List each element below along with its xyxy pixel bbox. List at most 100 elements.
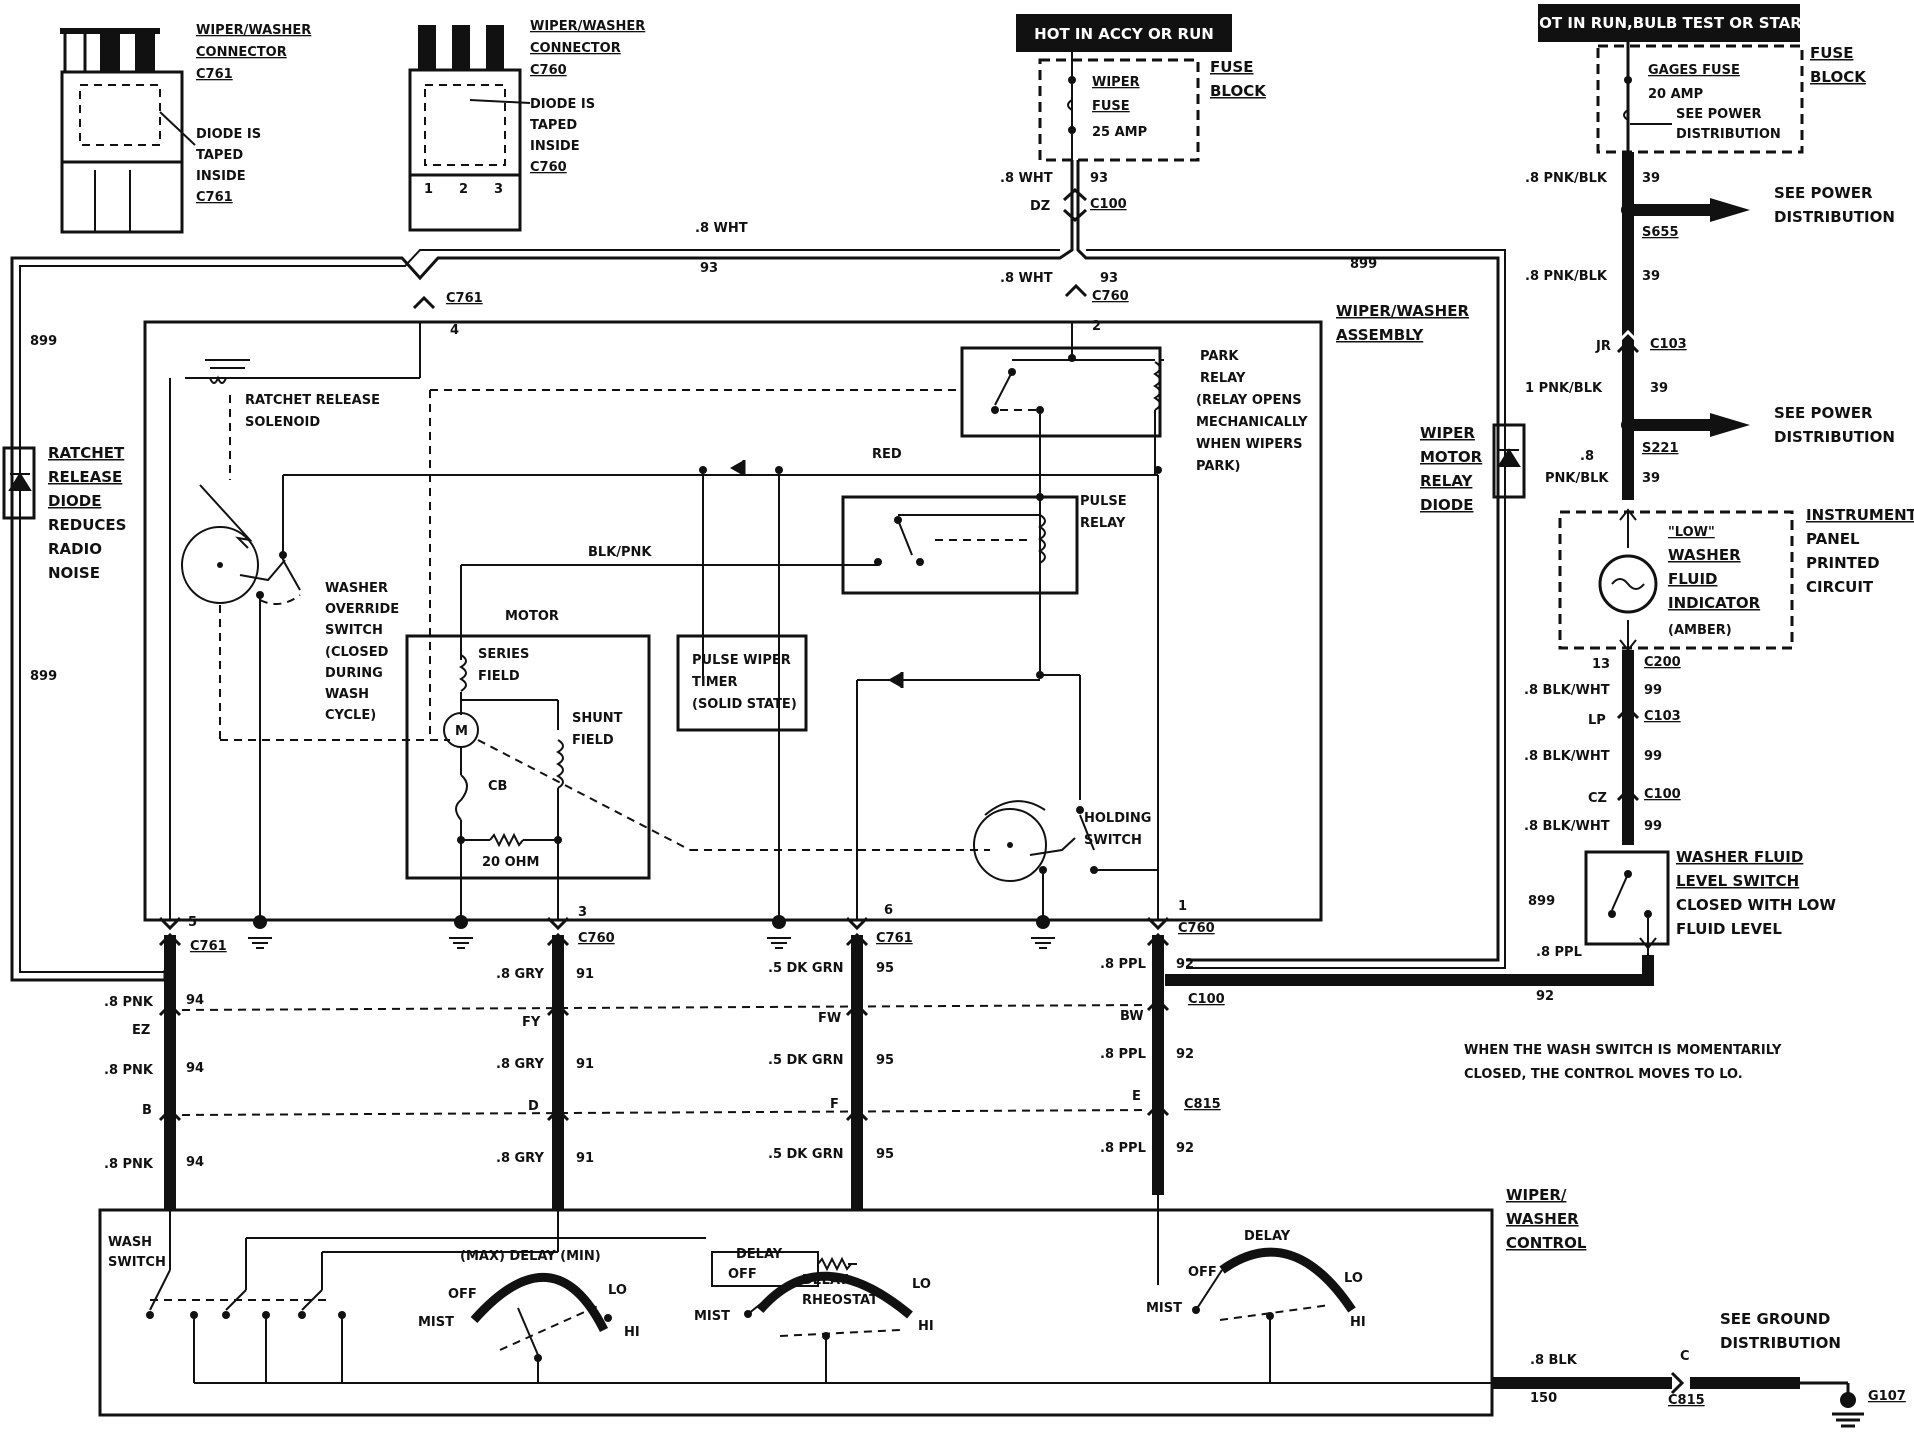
f: F — [830, 1097, 839, 1112]
c761-diode-2: TAPED — [196, 148, 243, 163]
connector-c760-top: C760 — [1092, 289, 1129, 304]
n99-2: 99 — [1644, 749, 1662, 764]
ratchet-5: RADIO — [48, 540, 102, 558]
holding-switch-cam — [973, 808, 1047, 882]
ground-icon-g107 — [1832, 1392, 1864, 1428]
delay-rheostat-1: DELAY — [802, 1273, 849, 1288]
hot-run-label: HOT IN RUN,BULB TEST OR START — [1527, 14, 1813, 32]
hot-accy-label: HOT IN ACCY OR RUN — [1034, 25, 1214, 43]
n13: 13 — [1592, 657, 1610, 672]
wash-switch-1: WASH — [108, 1235, 152, 1250]
off-3: OFF — [1188, 1265, 1217, 1280]
motor-box — [405, 634, 651, 880]
lo-1: LO — [608, 1283, 627, 1298]
c761-bottom-a: C761 — [190, 939, 227, 954]
low-4: INDICATOR — [1668, 594, 1761, 612]
low-2: WASHER — [1668, 546, 1741, 564]
resistor-20-ohm: 20 OHM — [482, 855, 539, 870]
ground-c: C — [1680, 1349, 1690, 1364]
pnk-blk-1: .8 PNK/BLK — [1525, 171, 1608, 186]
n95-3: 95 — [876, 1147, 894, 1162]
control-title-2: WASHER — [1506, 1210, 1579, 1228]
n94-2: 94 — [186, 1061, 204, 1076]
ratchet-2: RELEASE — [48, 468, 122, 486]
washer-fluid-level-switch — [1584, 850, 1670, 946]
fuse-block-1b: BLOCK — [1210, 82, 1267, 100]
washer-override-6: WASH — [325, 687, 369, 702]
dk-grn-2: .5 DK GRN — [768, 1053, 843, 1068]
washer-override-3: SWITCH — [325, 623, 383, 638]
c761-diode-4: C761 — [196, 190, 233, 205]
c760-diode-3: INSIDE — [530, 139, 580, 154]
wire-label-93-a: 93 — [1090, 171, 1108, 186]
pin-1: 1 — [1178, 899, 1187, 914]
c760-diode-1: DIODE IS — [530, 97, 595, 112]
wiper-washer-assembly-box — [143, 320, 1323, 922]
wiper-motor-relay-diode — [1492, 423, 1526, 499]
holding-switch-2: SWITCH — [1084, 833, 1142, 848]
c760-diode-2: TAPED — [530, 118, 577, 133]
c761-title-1: WIPER/WASHER — [196, 23, 311, 38]
wiper-fuse-2: FUSE — [1092, 99, 1130, 114]
n95-2: 95 — [876, 1053, 894, 1068]
shunt-field-2: FIELD — [572, 733, 614, 748]
note-2: CLOSED, THE CONTROL MOVES TO LO. — [1464, 1067, 1743, 1082]
ground-c815: C815 — [1668, 1393, 1705, 1408]
control-title-1: WIPER/ — [1506, 1186, 1567, 1204]
lo-2: LO — [912, 1277, 931, 1292]
ipc-3: PRINTED — [1806, 554, 1880, 572]
n39-2: 39 — [1642, 269, 1660, 284]
wiper-fuse-1: WIPER — [1092, 75, 1140, 90]
wash-switch-2: SWITCH — [108, 1255, 166, 1270]
c760-title-2: CONNECTOR — [530, 41, 621, 56]
off-2: OFF — [728, 1267, 757, 1282]
c761-diode-1: DIODE IS — [196, 127, 261, 142]
fuse-block-2a: FUSE — [1810, 44, 1853, 62]
fuse-block-1a: FUSE — [1210, 58, 1253, 76]
delay-3: DELAY — [1244, 1229, 1291, 1244]
pnk-blk-4b: PNK/BLK — [1545, 471, 1609, 486]
ipc-2: PANEL — [1806, 530, 1860, 548]
connector-c760-drawing: 1 2 3 — [408, 25, 522, 232]
connector-c100-top: C100 — [1090, 197, 1127, 212]
pnk-blk-4a: .8 — [1580, 449, 1594, 464]
instrument-panel-circuit — [1558, 510, 1794, 650]
n95-1: 95 — [876, 961, 894, 976]
washer-override-5: DURING — [325, 666, 383, 681]
ratchet-3: DIODE — [48, 492, 101, 510]
wire-label-8wht-b: .8 WHT — [1000, 271, 1053, 286]
arrow-right-icon-1 — [1710, 198, 1750, 222]
b: B — [142, 1103, 152, 1118]
fw: FW — [818, 1011, 841, 1026]
ratchet-solenoid-2: SOLENOID — [245, 415, 320, 430]
n92-sw: 92 — [1536, 989, 1554, 1004]
gages-fuse: GAGES FUSE — [1648, 63, 1740, 78]
n39-1: 39 — [1642, 171, 1660, 186]
washer-override-2: OVERRIDE — [325, 602, 399, 617]
series-field-1: SERIES — [478, 647, 529, 662]
c760-id: C760 — [530, 63, 567, 78]
blk-wht-1: .8 BLK/WHT — [1524, 683, 1610, 698]
lo-3: LO — [1344, 1271, 1363, 1286]
ratchet-solenoid-1: RATCHET RELEASE — [245, 393, 380, 408]
timer-3: (SOLID STATE) — [692, 697, 797, 712]
pin-6: 6 — [884, 903, 893, 918]
pnk-blk-2: .8 PNK/BLK — [1525, 269, 1608, 284]
diode-icon — [8, 472, 32, 491]
pnk-3: .8 PNK — [104, 1157, 154, 1172]
note-1: WHEN THE WASH SWITCH IS MOMENTARILY — [1464, 1043, 1782, 1058]
c761-title-2: CONNECTOR — [196, 45, 287, 60]
see-ground-1: SEE GROUND — [1720, 1310, 1830, 1328]
hi-3: HI — [1350, 1315, 1366, 1330]
wmr-2: MOTOR — [1420, 448, 1483, 466]
ppl-sw: .8 PPL — [1536, 945, 1582, 960]
wire-label-899-top: 899 — [1350, 257, 1377, 272]
see-pd-1a: SEE POWER — [1774, 184, 1873, 202]
ratchet-6: NOISE — [48, 564, 100, 582]
delay-arc-1 — [470, 1272, 609, 1333]
cz: CZ — [1588, 791, 1607, 806]
ground-icon-2 — [449, 915, 473, 949]
delay-arc-3 — [1219, 1247, 1356, 1313]
wmr-4: DIODE — [1420, 496, 1473, 514]
ratchet-cam — [181, 526, 259, 604]
